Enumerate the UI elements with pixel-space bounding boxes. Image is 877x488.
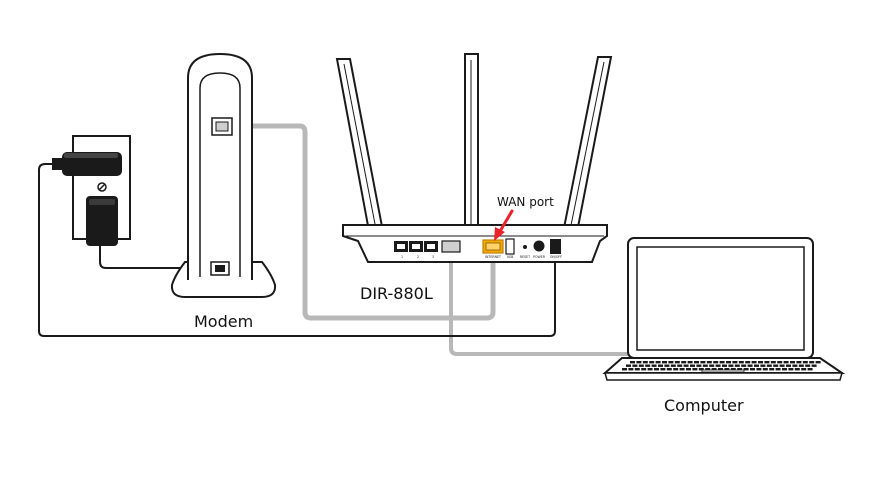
power-adapter-icon xyxy=(86,196,118,246)
ethernet-cable-router-to-computer xyxy=(449,250,642,356)
port-label-internet: INTERNET xyxy=(485,255,501,259)
port-label-on-off: ON/OFF xyxy=(550,255,562,259)
port-label-reset: RESET xyxy=(520,255,530,259)
modem-icon xyxy=(170,52,277,298)
usb-port xyxy=(505,238,515,255)
power-jack xyxy=(533,240,545,252)
router-power-cord xyxy=(38,163,556,337)
power-adapter-icon xyxy=(52,152,122,176)
modem-power-cord xyxy=(99,246,212,269)
router-label: DIR-880L xyxy=(360,284,433,303)
computer-label: Computer xyxy=(664,396,744,415)
arrow-icon xyxy=(494,209,514,241)
laptop-icon xyxy=(602,237,846,381)
power-switch xyxy=(550,239,561,254)
router-icon: 1 2 3 INTERNET USB RESET POWER ON/OFF xyxy=(335,53,613,263)
wan-port-label: WAN port xyxy=(497,195,554,209)
reset-button xyxy=(523,245,527,249)
modem-label: Modem xyxy=(194,312,254,331)
port-label-lan2: 2 xyxy=(417,255,419,259)
port-label-power: POWER xyxy=(533,255,546,259)
ethernet-cable-modem-to-router xyxy=(229,123,496,321)
port-label-lan3: 3 xyxy=(432,255,434,259)
port-label-lan1: 1 xyxy=(401,255,403,259)
port-label-usb: USB xyxy=(507,255,514,259)
